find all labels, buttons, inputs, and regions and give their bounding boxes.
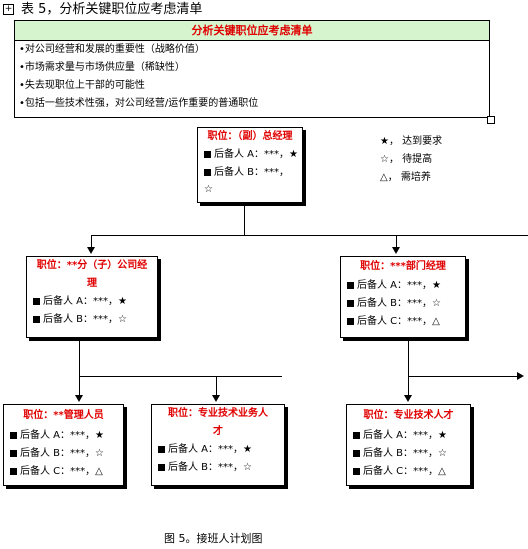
candidate-line: 后备人 B：***，☆ [347,445,470,463]
arrow-down-icon [87,247,95,254]
bullet-square-icon [158,446,165,453]
arrow-down-icon [404,395,412,402]
node-department-manager: 职位：***部门经理 后备人 A：***，★ 后备人 B：***，☆ 后备人 C… [340,256,466,338]
checklist-header: 分析关键职位应考虑清单 [15,21,489,41]
bullet-square-icon [347,282,354,289]
candidate-line: 后备人 A：***，★ [347,427,470,445]
connector-line [91,235,528,236]
legend-item: ★， 达到要求 [380,136,443,147]
connector-line [79,376,282,377]
bullet-square-icon [353,432,360,439]
node-title: 职位：专业技术人才 [363,410,454,421]
bullet-square-icon [353,450,360,457]
candidate-line: 后备人 B：***， [198,164,302,182]
node-title: 职位：**管理人员 [23,410,104,421]
connector-line [408,339,409,396]
candidate-line: 后备人 C：***，△ [4,463,123,481]
legend-item: ☆， 待提高 [380,154,433,165]
connector-line [396,235,397,248]
node-general-manager: 职位：（副）总经理 后备人 A：***，★ 后备人 B：***， ☆ [197,127,303,203]
bullet-square-icon [158,464,165,471]
node-technical-talent: 职位：专业技术人才 后备人 A：***，★ 后备人 B：***，☆ 后备人 C：… [346,404,471,486]
node-title-cont: 理 [87,278,97,289]
bullet-square-icon [10,468,17,475]
bullet-square-icon [10,450,17,457]
bullet-square-icon [204,169,211,176]
key-position-checklist: 分析关键职位应考虑清单 •对公司经营和发展的重要性（战略价值） •市场需求量与市… [14,20,490,118]
legend-symbol: ★ [380,136,389,147]
legend-item: △， 需培养 [380,172,431,183]
connector-line [244,204,245,235]
candidate-line: 后备人 B：***，☆ [27,311,157,329]
candidate-line: 后备人 A：***，★ [4,427,123,445]
legend-text: 达到要求 [402,136,443,147]
candidate-line: 后备人 A：***，★ [341,277,465,295]
arrow-down-icon [75,395,83,402]
checklist-item: •市场需求量与市场供应量（稀缺性） [19,62,185,73]
node-title-cont: 才 [213,426,223,437]
candidate-line: 后备人 B：***，☆ [4,445,123,463]
checklist-item: •对公司经营和发展的重要性（战略价值） [19,44,205,55]
arrow-down-icon [392,247,400,254]
figure-caption: 图 5。接班人计划图 [164,532,263,545]
connector-line [408,376,518,377]
node-management-staff: 职位：**管理人员 后备人 A：***，★ 后备人 B：***，☆ 后备人 C：… [3,404,124,486]
connector-line [91,235,92,248]
candidate-rating: ☆ [204,184,213,195]
candidate-line: 后备人 C：***，△ [347,463,470,481]
node-title: 职位：**分（子）公司经 [36,260,148,271]
bullet-square-icon [347,300,354,307]
legend-text: 需培养 [400,172,431,183]
table-title: 表 5，分析关键职位应考虑清单 [21,2,203,17]
candidate-line: 后备人 A：***，★ [27,293,157,311]
connector-line [79,339,80,396]
bullet-square-icon [33,298,40,305]
checklist-item: •失去现职位上干部的可能性 [19,80,145,91]
candidate-line: 后备人 A：***，★ [152,441,284,459]
resize-handle-icon[interactable] [487,116,495,124]
node-title: 职位：***部门经理 [360,261,446,272]
candidate-line: 后备人 B：***，☆ [341,295,465,313]
node-title: 职位：（副）总经理 [207,131,293,142]
node-subsidiary-manager: 职位：**分（子）公司经 理 后备人 A：***，★ 后备人 B：***，☆ [26,256,158,338]
node-title: 职位：专业技术业务人 [168,408,268,419]
legend-symbol: ☆ [380,154,389,165]
legend-symbol: △ [380,172,388,183]
bullet-square-icon [353,468,360,475]
bullet-square-icon [204,151,211,158]
node-professional-talent: 职位：专业技术业务人 才 后备人 A：***，★ 后备人 B：***，☆ [151,404,285,486]
legend-text: 待提高 [402,154,433,165]
bullet-square-icon [10,432,17,439]
candidate-line: 后备人 B：***，☆ [152,459,284,477]
arrow-right-icon [517,372,524,380]
arrow-down-icon [212,395,220,402]
connector-line [216,376,217,396]
bullet-square-icon [33,316,40,323]
candidate-line: 后备人 A：***，★ [198,146,302,164]
candidate-line: 后备人 C：***，△ [341,313,465,331]
checklist-item: •包括一些技术性强，对公司经营/运作重要的普通职位 [19,98,259,109]
bullet-square-icon [347,318,354,325]
move-handle-icon[interactable]: + [3,4,14,15]
